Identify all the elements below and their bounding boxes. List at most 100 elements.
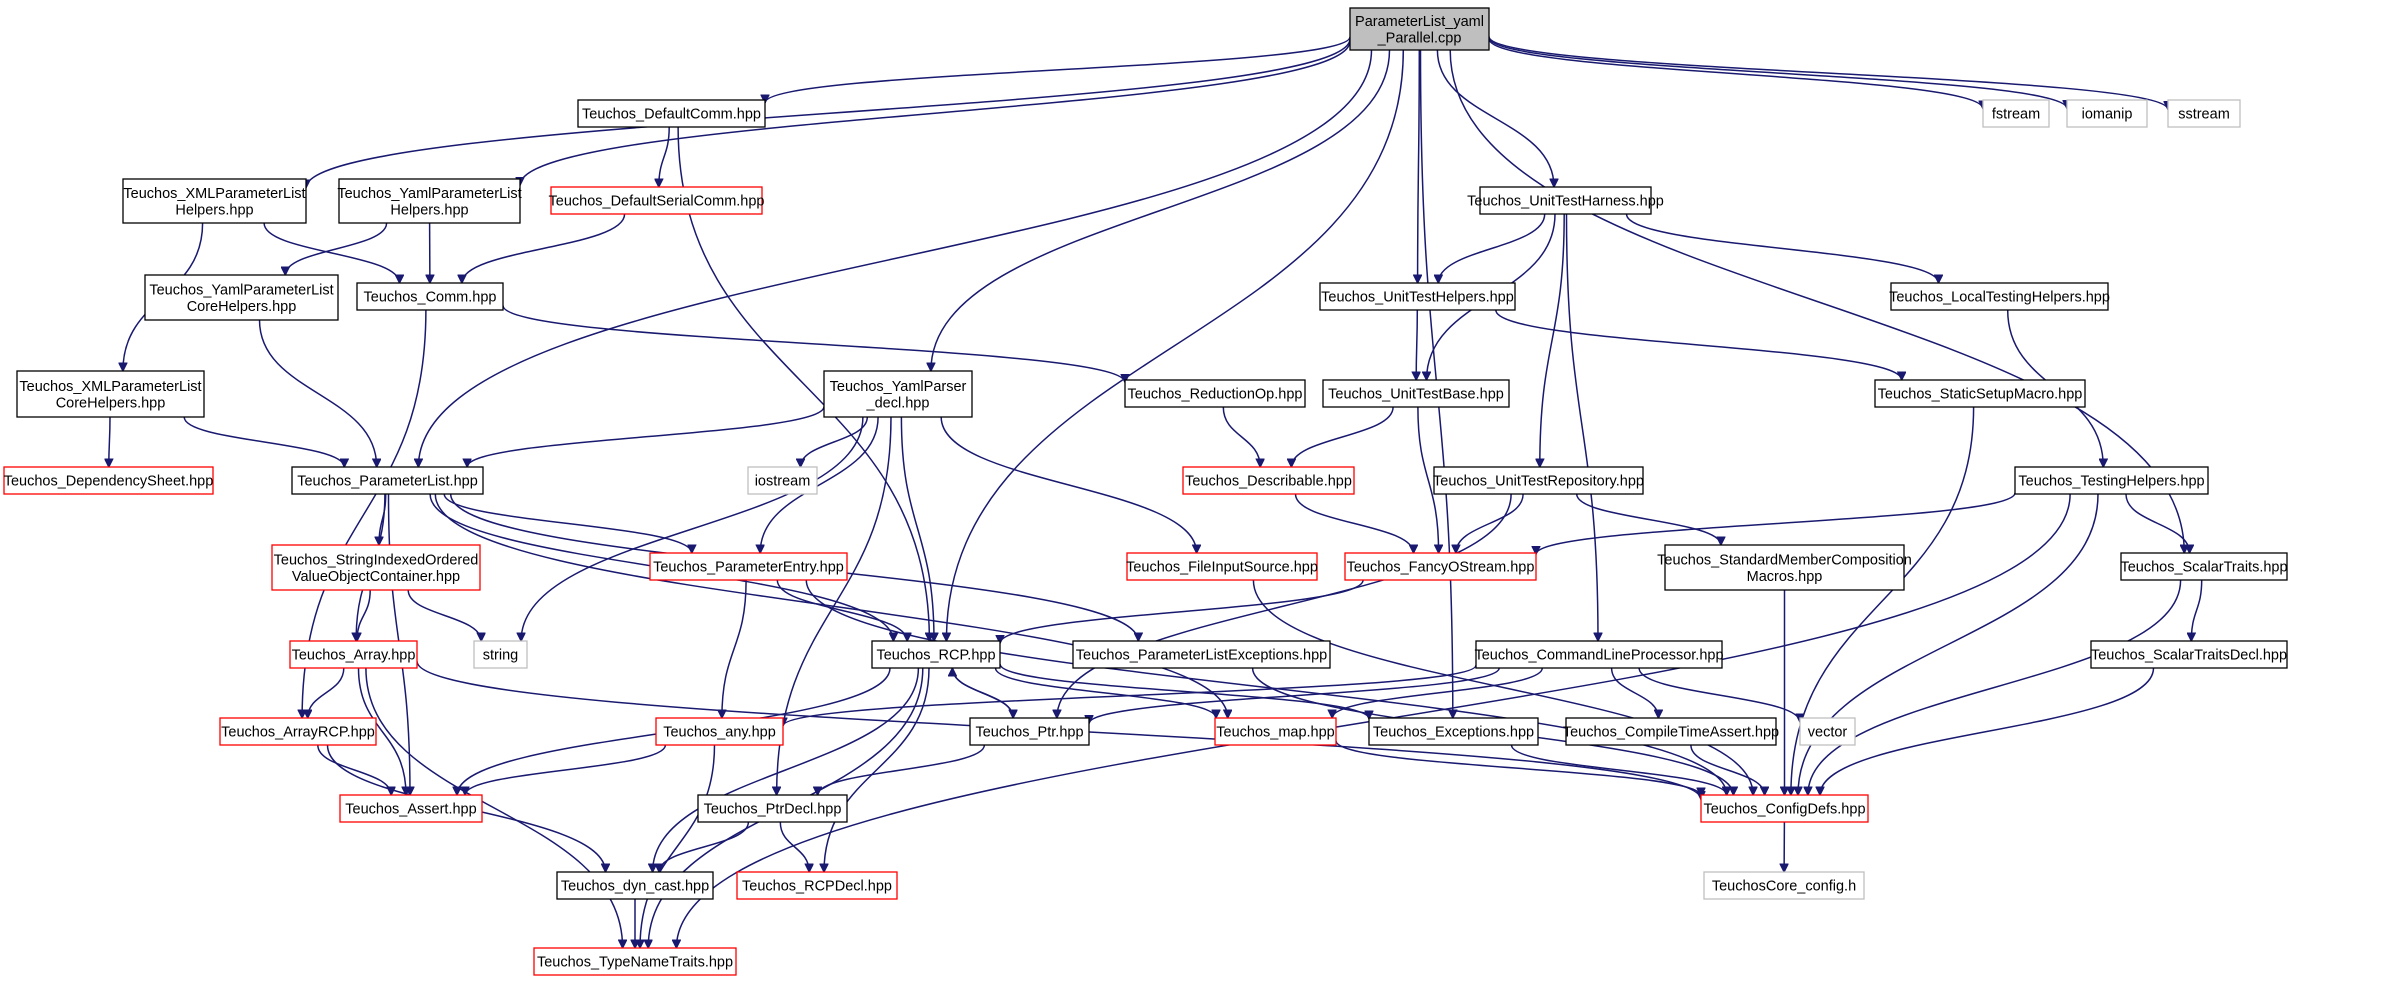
node-plist[interactable]: Teuchos_ParameterList.hpp [291,466,484,495]
node-ptrdecl[interactable]: Teuchos_PtrDecl.hpp [697,794,848,823]
edge-testhelpers-to-scalartraits [2125,493,2190,553]
node-box-dyncast [556,871,714,900]
edge-pentry-to-rcp [776,579,907,641]
node-label-xmlcore: CoreHelpers.hpp [56,395,166,411]
edge-plist-to-map [434,493,1227,718]
edge-compiletime-to-configdefs [1690,744,1765,795]
node-box-stdmember [1664,544,1905,591]
nodes-layer: ParameterList_yaml_Parallel.cppTeuchos_D… [3,7,2288,976]
node-root[interactable]: ParameterList_yaml_Parallel.cpp [1349,7,1490,51]
node-arrayrcp[interactable]: Teuchos_ArrayRCP.hpp [219,717,377,746]
node-box-depsheet [3,466,214,495]
node-box-root [1349,7,1490,51]
node-label-sstream: sstream [2178,107,2230,123]
node-describable[interactable]: Teuchos_Describable.hpp [1182,466,1355,495]
node-label-utharness: Teuchos_UnitTestHarness.hpp [1467,194,1664,210]
node-map[interactable]: Teuchos_map.hpp [1214,717,1337,746]
node-strindexed[interactable]: Teuchos_StringIndexedOrderedValueObjectC… [271,544,481,591]
node-testhelpers[interactable]: Teuchos_TestingHelpers.hpp [2014,466,2209,495]
edge-root-to-yamlparser [931,49,1391,371]
edge-scalartraits-to-scalartraitsdecl [2191,579,2203,641]
node-stdmember[interactable]: Teuchos_StandardMemberCompositionMacros.… [1657,544,1912,591]
edge-root-to-uthelpers [1418,49,1420,283]
node-compiletime[interactable]: Teuchos_CompileTimeAssert.hpp [1563,717,1779,746]
node-label-strindexed: Teuchos_StringIndexedOrdered [274,552,479,568]
node-pentry[interactable]: Teuchos_ParameterEntry.hpp [649,552,848,581]
node-fancyostream[interactable]: Teuchos_FancyOStream.hpp [1344,552,1537,581]
node-scalartraits[interactable]: Teuchos_ScalarTraits.hpp [2120,552,2288,581]
node-label-iomanip: iomanip [2082,107,2133,123]
node-utharness[interactable]: Teuchos_UnitTestHarness.hpp [1467,186,1664,215]
node-box-pentry [649,552,848,581]
node-label-plexcept: Teuchos_ParameterListExceptions.hpp [1076,648,1327,664]
node-exceptions[interactable]: Teuchos_Exceptions.hpp [1368,717,1539,746]
edge-rcp-to-map [994,667,1217,718]
node-defcomm[interactable]: Teuchos_DefaultComm.hpp [577,99,766,128]
edge-utbase-to-describable [1291,406,1394,467]
node-box-xmlcore [16,370,205,418]
edge-ptr-to-ptrdecl [818,744,986,795]
node-comm[interactable]: Teuchos_Comm.hpp [356,282,504,311]
node-utrepo[interactable]: Teuchos_UnitTestRepository.hpp [1433,466,1644,495]
node-cmdline[interactable]: Teuchos_CommandLineProcessor.hpp [1474,640,1724,669]
node-ptr[interactable]: Teuchos_Ptr.hpp [969,717,1090,746]
node-defserial[interactable]: Teuchos_DefaultSerialComm.hpp [549,186,765,215]
edge-yamlhelp-to-yamlcore [285,222,388,275]
node-any[interactable]: Teuchos_any.hpp [655,717,784,746]
node-label-exceptions: Teuchos_Exceptions.hpp [1373,725,1534,741]
node-configdefs[interactable]: Teuchos_ConfigDefs.hpp [1700,794,1869,823]
node-label-defserial: Teuchos_DefaultSerialComm.hpp [549,194,765,210]
node-localtest[interactable]: Teuchos_LocalTestingHelpers.hpp [1889,282,2110,311]
node-staticsetup[interactable]: Teuchos_StaticSetupMacro.hpp [1874,379,2086,408]
node-box-iomanip [2066,99,2148,128]
node-plexcept[interactable]: Teuchos_ParameterListExceptions.hpp [1072,640,1331,669]
node-reduction[interactable]: Teuchos_ReductionOp.hpp [1124,379,1306,408]
node-box-testhelpers [2014,466,2209,495]
node-vector: vector [1799,717,1856,746]
node-scalartraitsdecl[interactable]: Teuchos_ScalarTraitsDecl.hpp [2090,640,2288,669]
node-label-reduction: Teuchos_ReductionOp.hpp [1128,387,1303,403]
node-box-localtest [1890,282,2109,311]
edge-comm-to-reduction [502,305,1125,383]
edge-utrepo-to-ptr [1057,493,1512,718]
node-typename[interactable]: Teuchos_TypeNameTraits.hpp [533,947,737,976]
edge-root-to-utharness [1436,49,1554,187]
node-label-plist: Teuchos_ParameterList.hpp [297,474,478,490]
node-dyncast[interactable]: Teuchos_dyn_cast.hpp [556,871,714,900]
node-label-comm: Teuchos_Comm.hpp [364,290,497,306]
node-assert[interactable]: Teuchos_Assert.hpp [339,794,483,823]
node-rcpdecl[interactable]: Teuchos_RCPDecl.hpp [736,871,898,900]
edge-cmdline-to-ptr [1089,667,1500,724]
node-box-ptr [969,717,1090,746]
edge-testhelpers-to-fancyostream [1536,492,2016,554]
node-label-ptrdecl: Teuchos_PtrDecl.hpp [704,802,842,818]
edge-strindexed-to-string [407,589,481,641]
node-box-utrepo [1433,466,1644,495]
edge-ptrdecl-to-rcpdecl [779,821,809,872]
node-label-any: Teuchos_any.hpp [663,725,776,741]
node-box-configdefs [1700,794,1869,823]
node-array[interactable]: Teuchos_Array.hpp [289,640,418,669]
node-label-ptr: Teuchos_Ptr.hpp [975,725,1083,741]
node-label-fileinput: Teuchos_FileInputSource.hpp [1126,560,1318,576]
node-label-yamlparser: _decl.hpp [866,395,930,411]
node-utbase[interactable]: Teuchos_UnitTestBase.hpp [1322,379,1510,408]
edge-root-to-xmlhelp [306,38,1351,188]
node-label-compiletime: Teuchos_CompileTimeAssert.hpp [1563,725,1779,741]
node-uthelpers[interactable]: Teuchos_UnitTestHelpers.hpp [1319,282,1516,311]
edge-root-to-yamlhelp [520,41,1351,185]
node-box-plist [291,466,484,495]
node-depsheet[interactable]: Teuchos_DependencySheet.hpp [3,466,214,495]
node-coreconfig: TeuchosCore_config.h [1703,871,1865,900]
edge-rcp-to-rcpdecl [824,667,930,872]
node-yamlparser[interactable]: Teuchos_YamlParser_decl.hpp [823,370,973,418]
node-label-pentry: Teuchos_ParameterEntry.hpp [653,560,844,576]
node-fileinput[interactable]: Teuchos_FileInputSource.hpp [1126,552,1318,581]
node-rcp[interactable]: Teuchos_RCP.hpp [871,640,1001,669]
edge-cmdline-to-compiletime [1610,667,1659,718]
edge-ptr-to-rcp [952,668,1014,719]
